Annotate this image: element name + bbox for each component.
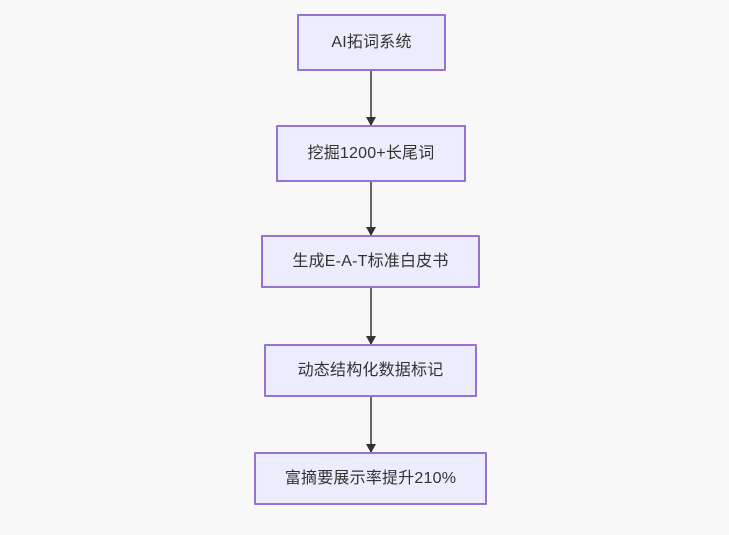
flow-node-label: AI拓词系统: [331, 33, 412, 51]
flow-node-generate-eat-whitepaper[interactable]: 生成E-A-T标准白皮书: [261, 235, 480, 288]
flow-node-dynamic-structured-data-markup[interactable]: 动态结构化数据标记: [264, 344, 477, 397]
flow-node-label: 富摘要展示率提升210%: [284, 469, 457, 487]
flow-edge-connector: [366, 397, 376, 453]
flow-node-label: 挖掘1200+长尾词: [307, 144, 435, 162]
flow-node-mine-longtail-keywords[interactable]: 挖掘1200+长尾词: [276, 125, 466, 182]
arrow-head-icon: [366, 117, 376, 126]
arrow-head-icon: [366, 336, 376, 345]
flow-edge-connector: [366, 71, 376, 126]
flow-node-ai-keyword-system[interactable]: AI拓词系统: [297, 14, 446, 71]
flow-edge-connector: [366, 288, 376, 345]
flow-edge-connector: [366, 182, 376, 236]
flow-node-label: 动态结构化数据标记: [297, 361, 444, 379]
arrow-head-icon: [366, 444, 376, 453]
flow-node-label: 生成E-A-T标准白皮书: [292, 252, 449, 270]
flow-node-rich-snippet-impression-lift[interactable]: 富摘要展示率提升210%: [254, 452, 487, 505]
arrow-head-icon: [366, 227, 376, 236]
